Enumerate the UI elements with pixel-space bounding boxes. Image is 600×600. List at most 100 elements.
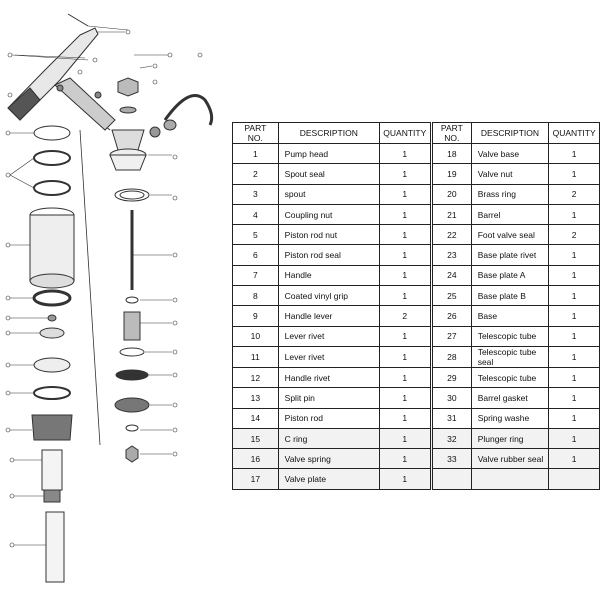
part-no-cell: 28 [432,345,472,368]
column-gap [429,224,434,245]
header-quantity: QUANTITY [378,122,431,144]
quantity-cell [548,468,600,490]
part-no-cell: 20 [432,183,472,205]
description-cell: Coupling nut [277,203,380,226]
part-no-cell: 15 [232,427,279,450]
description-cell: Spout seal [277,163,380,185]
quantity-cell: 2 [378,305,431,327]
part-no-cell: 31 [432,407,472,429]
column-gap [429,244,434,266]
quantity-cell: 1 [378,325,431,347]
part-no-cell: 2 [232,163,279,185]
part-no-cell: 25 [432,285,472,307]
description-cell: Valve plate [277,468,380,490]
description-cell: Handle rivet [277,366,380,389]
part-no-cell: 6 [232,244,279,266]
column-gap [429,408,434,429]
quantity-cell: 1 [548,285,600,307]
header-description-2: DESCRIPTION [470,122,550,144]
quantity-cell: 1 [378,427,431,450]
part-no-cell: 19 [432,163,472,185]
description-cell: Handle lever [277,305,380,327]
quantity-cell: 1 [378,366,431,389]
quantity-cell: 1 [548,366,600,389]
part-no-cell: 23 [432,244,472,266]
part-no-cell: 33 [432,448,472,470]
quantity-cell: 1 [378,468,431,490]
quantity-cell: 1 [378,387,431,409]
part-no-cell: 30 [432,387,472,409]
column-gap [429,326,434,347]
part-no-cell: 5 [232,224,279,246]
description-cell: Valve base [470,142,550,165]
header-part-no-2: PART NO. [432,122,472,144]
part-no-cell: 12 [232,366,279,389]
quantity-cell: 1 [378,345,431,368]
header-description: DESCRIPTION [277,122,380,144]
exploded-pump-diagram [5,13,214,583]
description-cell: Piston rod [277,407,380,429]
description-cell: Plunger ring [470,427,550,450]
part-no-cell: 1 [232,142,279,165]
part-no-cell: 22 [432,224,472,246]
description-cell: Base plate B [470,285,550,307]
description-cell: Base plate A [470,264,550,287]
quantity-cell: 1 [548,448,600,470]
quantity-cell: 1 [378,448,431,470]
part-no-cell: 7 [232,264,279,287]
column-gap [429,143,434,164]
description-cell: Brass ring [470,183,550,205]
quantity-cell: 1 [378,264,431,287]
quantity-cell: 1 [548,142,600,165]
part-no-cell: 13 [232,387,279,409]
part-no-cell: 32 [432,427,472,450]
part-no-cell: 17 [232,468,279,490]
part-no-cell: 26 [432,305,472,327]
description-cell: Base plate rivet [470,244,550,266]
pump-head-assembly [109,77,214,171]
quantity-cell: 1 [548,407,600,429]
quantity-cell: 1 [378,224,431,246]
parts-table: PART NO. DESCRIPTION QUANTITY PART NO. D… [232,122,600,490]
table-header-row: PART NO. DESCRIPTION QUANTITY PART NO. D… [232,122,600,144]
quantity-cell: 1 [548,387,600,409]
part-no-cell: 4 [232,203,279,226]
description-cell: Piston rod nut [277,224,380,246]
callout-markers [5,29,203,548]
quantity-cell: 1 [548,345,600,368]
part-no-cell: 3 [232,183,279,205]
quantity-cell: 1 [378,163,431,185]
description-cell: Base [470,305,550,327]
part-no-cell: 29 [432,366,472,389]
part-no-cell: 11 [232,345,279,368]
description-cell: Valve rubber seal [470,448,550,470]
part-no-cell: 9 [232,305,279,327]
part-no-cell: 16 [232,448,279,470]
description-cell: Telescopic tube [470,366,550,389]
description-cell: Piston rod seal [277,244,380,266]
description-cell: Telescopic tube seal [470,345,550,368]
column-gap [429,448,434,469]
description-cell: spout [277,183,380,205]
description-cell [470,468,550,490]
quantity-cell: 1 [548,203,600,226]
quantity-cell: 1 [548,305,600,327]
description-cell: Handle [277,264,380,287]
column-gap [429,265,434,286]
